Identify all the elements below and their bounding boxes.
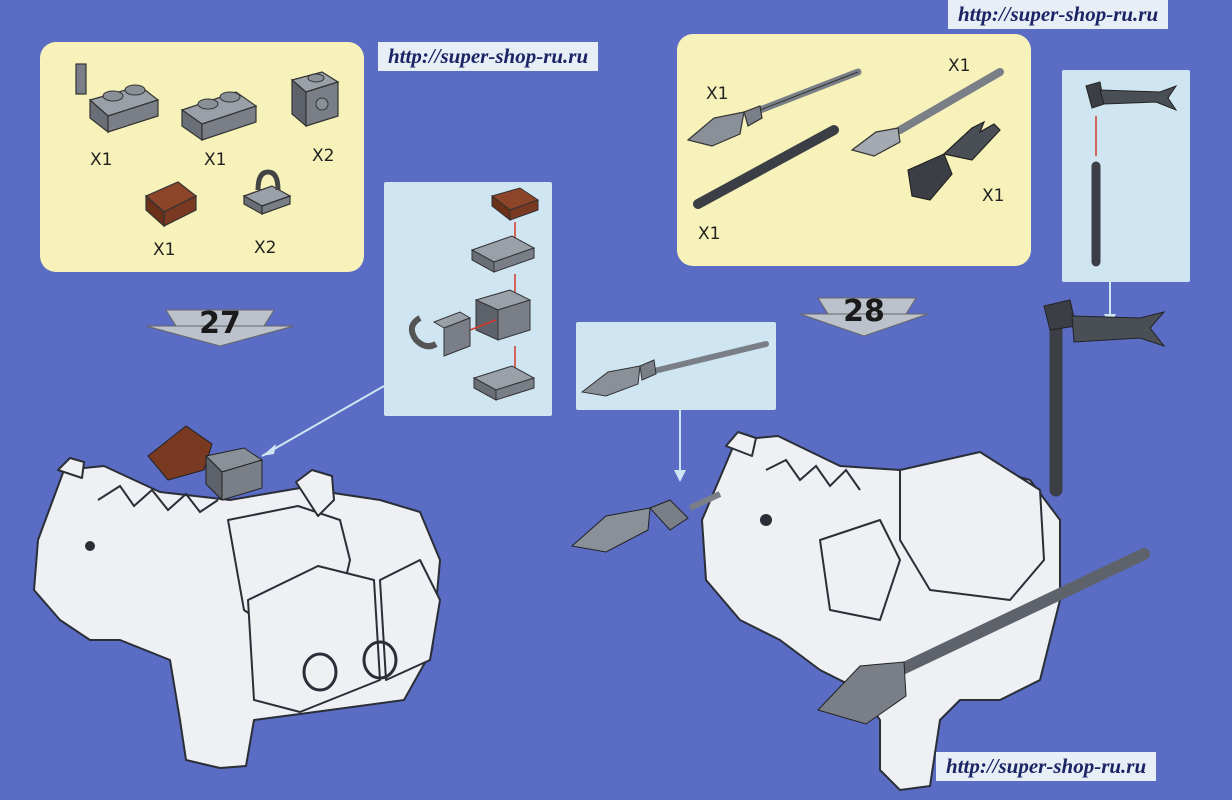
step28-arrow-tip <box>799 313 929 337</box>
clip-tile-part <box>242 169 292 216</box>
horse-step28-lance <box>817 548 1150 725</box>
qty-clip-tile: X2 <box>254 238 277 258</box>
watermark-top-right[interactable]: http://super-shop-ru.ru <box>948 0 1169 29</box>
horse-step27-attached-parts <box>147 425 264 502</box>
qty-lance: X1 <box>948 56 971 76</box>
lever-plate-part <box>75 63 160 134</box>
bar-part <box>693 125 839 209</box>
brick-with-stud-part <box>290 71 340 128</box>
horse-step28-flag-pole <box>1043 299 1166 497</box>
spear-part <box>686 68 862 147</box>
lance-part <box>850 68 1004 157</box>
plate-1x2-part <box>180 91 258 142</box>
qty-plate-1x2: X1 <box>204 150 227 170</box>
step28-number: 28 <box>843 294 885 329</box>
qty-spear: X1 <box>706 84 729 104</box>
qty-lever-plate: X1 <box>90 150 113 170</box>
slope-brown-part <box>144 181 198 228</box>
qty-bar: X1 <box>698 224 721 244</box>
qty-slope-brown: X1 <box>153 240 176 260</box>
watermark-top-center[interactable]: http://super-shop-ru.ru <box>378 42 599 71</box>
flag-holder-part <box>907 120 1001 201</box>
horse-step28-spear <box>570 491 722 553</box>
qty-brick-with-stud: X2 <box>312 146 335 166</box>
qty-flag-holder: X1 <box>982 186 1005 206</box>
watermark-bottom-right[interactable]: http://super-shop-ru.ru <box>936 752 1157 781</box>
step27-arrow-tip <box>145 325 295 347</box>
step27-number: 27 <box>199 306 241 341</box>
